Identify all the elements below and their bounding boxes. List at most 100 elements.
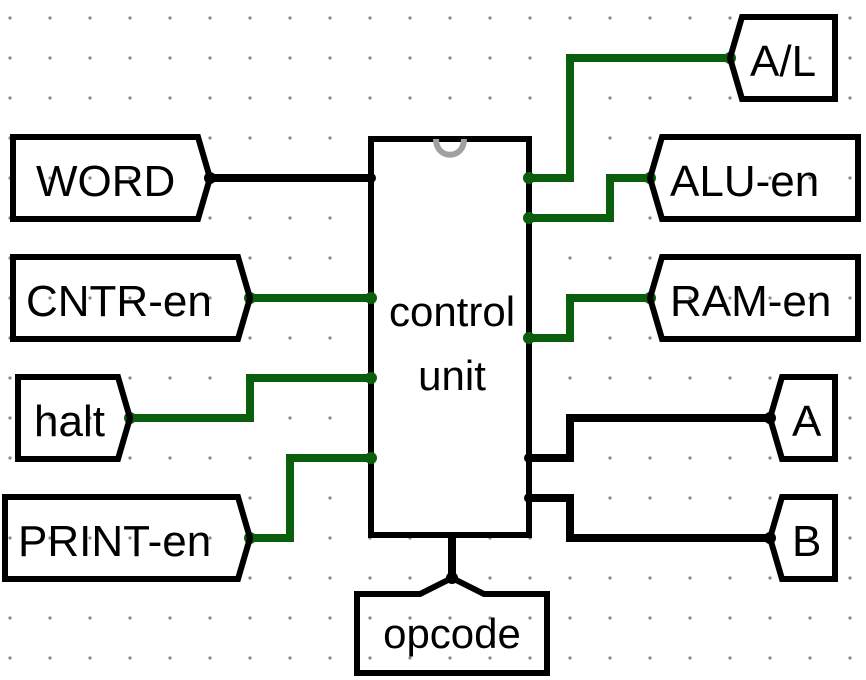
grid-dot (88, 96, 92, 100)
grid-dot (288, 16, 292, 20)
grid-dot (528, 576, 532, 580)
grid-dot (848, 96, 852, 100)
grid-dot (368, 16, 372, 20)
grid-dot (648, 256, 652, 260)
pin-opcode[interactable]: opcode (354, 574, 550, 676)
grid-dot (648, 216, 652, 220)
grid-dot (128, 616, 132, 620)
grid-dot (608, 256, 612, 260)
pin-alu-en-label: ALU-en (670, 157, 819, 206)
port-dot (523, 172, 535, 184)
grid-dot (608, 656, 612, 660)
grid-dot (288, 576, 292, 580)
pin-print-en[interactable]: PRINT-en (2, 494, 254, 582)
grid-dot (88, 536, 92, 540)
grid-dot (448, 56, 452, 60)
grid-dot (848, 176, 852, 180)
grid-dot (768, 456, 772, 460)
control-unit[interactable]: control unit (368, 136, 532, 538)
port-dot (365, 452, 377, 464)
port-dot (523, 332, 535, 344)
grid-dot (328, 536, 332, 540)
grid-dot (728, 16, 732, 20)
grid-dot (848, 16, 852, 20)
grid-dot (608, 456, 612, 460)
grid-dot (768, 376, 772, 380)
grid-dot (528, 96, 532, 100)
grid-dot (288, 416, 292, 420)
grid-dot (248, 56, 252, 60)
grid-dot (768, 296, 772, 300)
grid-dot (88, 176, 92, 180)
pin-halt-label: halt (34, 397, 105, 446)
port-dot (365, 292, 377, 304)
port-dot (524, 453, 534, 463)
grid-dot (448, 96, 452, 100)
grid-dot (288, 136, 292, 140)
pin-word[interactable]: WORD (10, 134, 214, 222)
pin-cntr-en[interactable]: CNTR-en (10, 254, 254, 342)
grid-dot (488, 16, 492, 20)
pin-a[interactable]: A (766, 374, 838, 462)
grid-dot (48, 536, 52, 540)
grid-dot (288, 656, 292, 660)
wires (130, 54, 770, 578)
grid-dot (728, 176, 732, 180)
grid-dot (8, 536, 12, 540)
grid-dot (128, 456, 132, 460)
grid-dot (848, 56, 852, 60)
grid-dot (648, 656, 652, 660)
control-unit-label-line2: unit (418, 352, 486, 399)
grid-dot (248, 216, 252, 220)
grid-dot (288, 616, 292, 620)
grid-dot (848, 416, 852, 420)
grid-dot (328, 416, 332, 420)
grid-dot (808, 536, 812, 540)
grid-dot (328, 16, 332, 20)
pin-alu-en[interactable]: ALU-en (646, 134, 861, 222)
pin-a-l[interactable]: A/L (726, 14, 838, 102)
grid-dot (488, 56, 492, 60)
pin-a-label: A (792, 397, 822, 446)
pin-cntr-en-label: CNTR-en (26, 277, 212, 326)
wire-a-l (529, 54, 730, 182)
grid-dot (408, 576, 412, 580)
grid-dot (728, 576, 732, 580)
wire-print-en (250, 454, 371, 542)
grid-dot (648, 336, 652, 340)
chip-notch (433, 138, 467, 158)
wire-a (529, 414, 770, 462)
grid-dot (408, 56, 412, 60)
grid-dot (768, 576, 772, 580)
grid-dot (328, 616, 332, 620)
grid-dot (608, 376, 612, 380)
grid-dot (48, 296, 52, 300)
grid-dot (328, 576, 332, 580)
grid-dot (8, 96, 12, 100)
grid-dot (328, 656, 332, 660)
pin-ram-en[interactable]: RAM-en (646, 254, 861, 342)
grid-dot (168, 96, 172, 100)
control-unit-label-line1: control (389, 288, 515, 335)
pin-b-label: B (792, 517, 821, 566)
grid-dot (728, 656, 732, 660)
grid-dot (288, 56, 292, 60)
grid-dot (648, 576, 652, 580)
grid-dot (168, 456, 172, 460)
pin-opcode-label: opcode (383, 610, 521, 657)
grid-dot (48, 16, 52, 20)
grid-dot (128, 176, 132, 180)
grid-dot (608, 16, 612, 20)
pin-halt[interactable]: halt (15, 374, 134, 462)
grid-dot (688, 16, 692, 20)
grid-dot (728, 496, 732, 500)
grid-dot (768, 176, 772, 180)
grid-dot (648, 376, 652, 380)
port-dot (524, 493, 534, 503)
grid-dot (168, 656, 172, 660)
grid-dot (648, 96, 652, 100)
grid-dot (8, 376, 12, 380)
grid-dot (88, 16, 92, 20)
pin-b[interactable]: B (766, 494, 838, 582)
